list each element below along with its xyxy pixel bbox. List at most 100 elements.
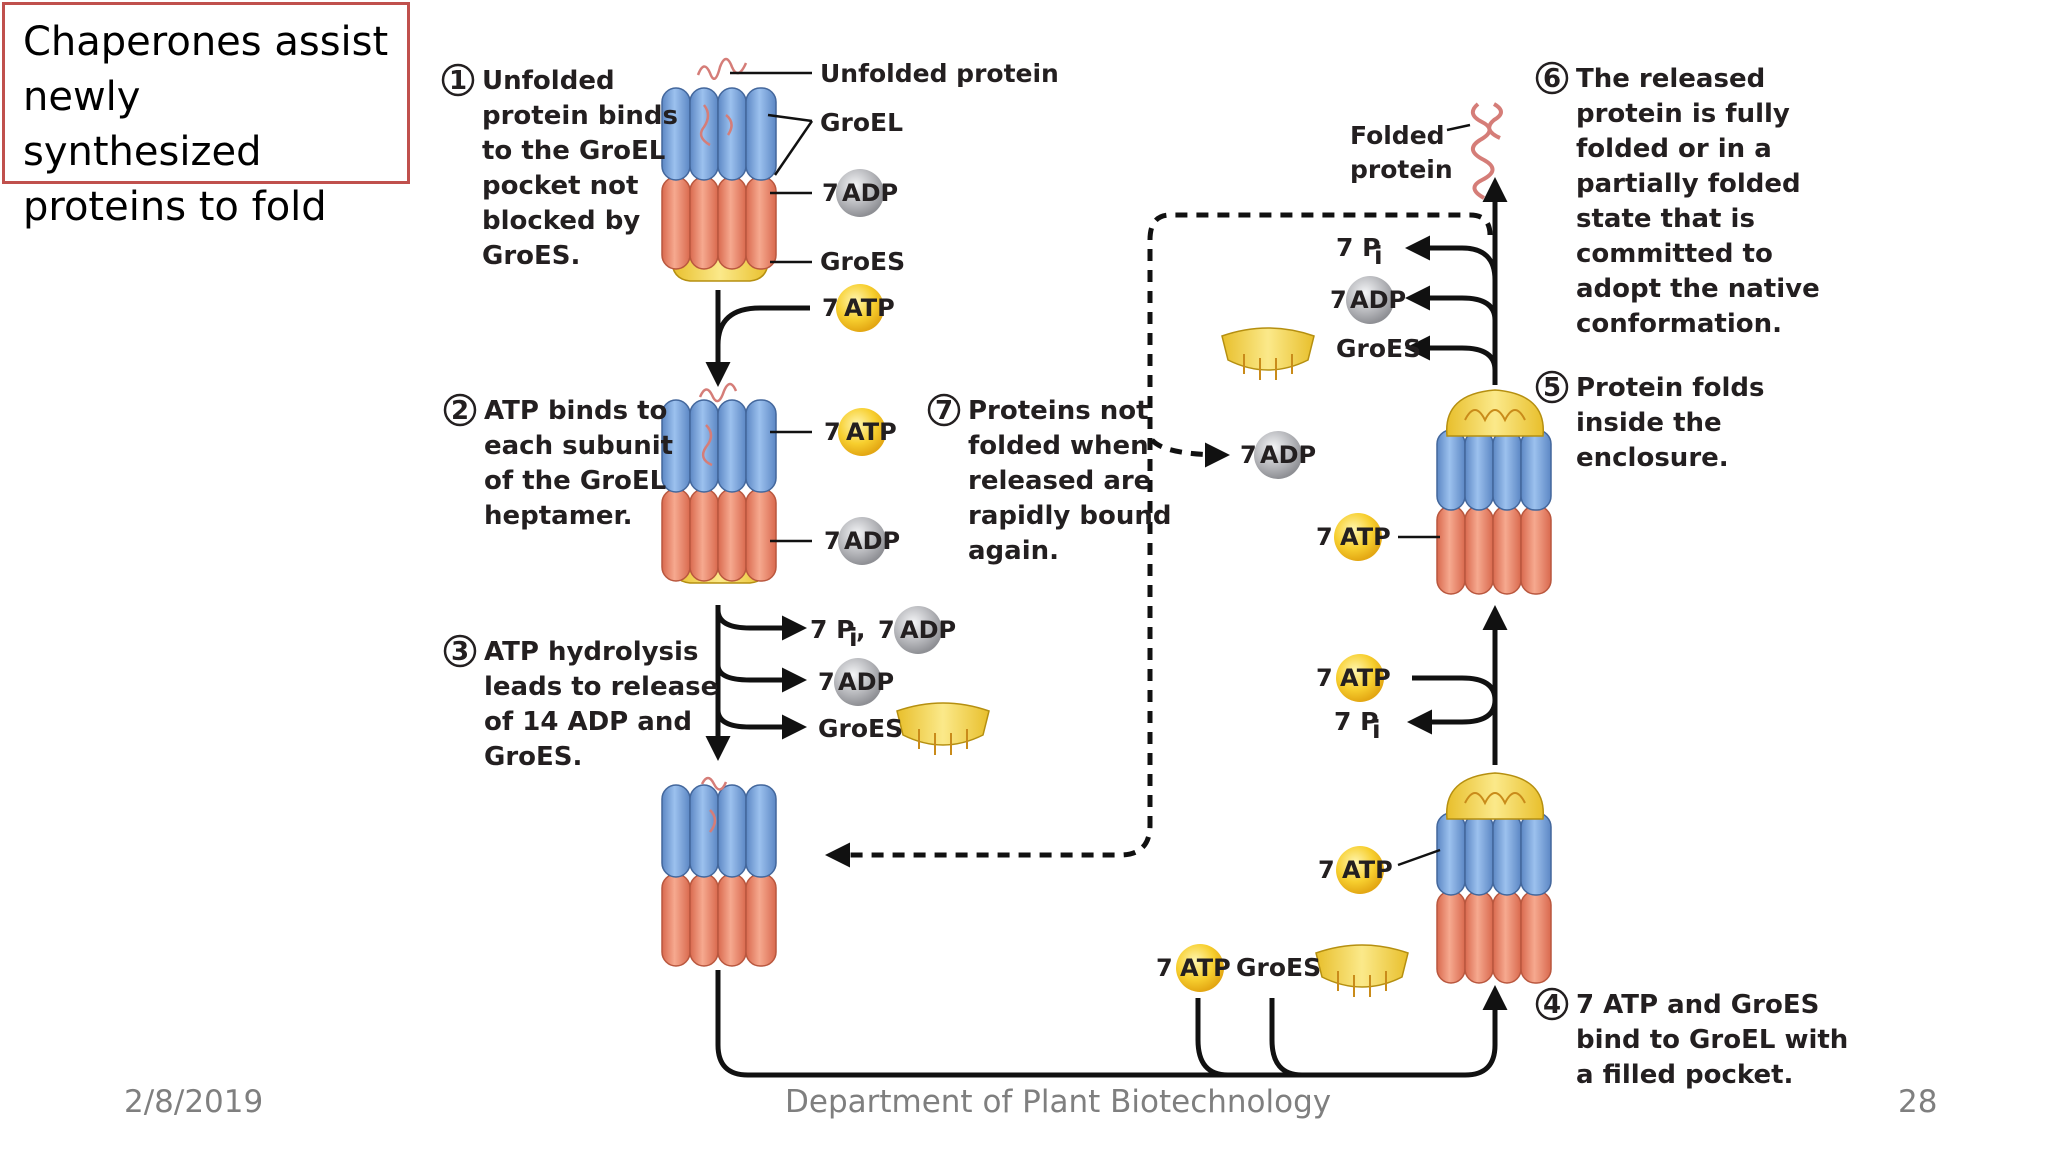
slide-title-line-2: newly synthesized [23, 74, 262, 175]
step-3-line-1: ATP hydrolysis [484, 637, 698, 667]
folded-protein-shape [1470, 102, 1503, 200]
atp-ball-s4 [1336, 846, 1384, 894]
arrow-paths [705, 177, 1508, 1078]
step-1-line-6: GroES. [482, 241, 580, 271]
adp-ball-s3a [894, 606, 942, 654]
atp-s5-num: 7 [1316, 523, 1333, 551]
step-7-line-4: rapidly bound [968, 501, 1172, 531]
step-4-caption: 4 7 ATP and GroES bind to GroEL with a f… [1535, 987, 1848, 1090]
step-7-number: 7 [935, 396, 953, 426]
label-folded-protein-2: protein [1350, 155, 1453, 184]
adp-ball-s3b [834, 658, 882, 706]
footer-department: Department of Plant Biotechnology [785, 1084, 1332, 1120]
atp-s5b-label: ATP [1340, 664, 1391, 692]
adp-s2-num: 7 [824, 527, 841, 555]
step-1-line-5: blocked by [482, 206, 640, 236]
adp-ball-s1 [836, 169, 884, 217]
step-6-line-6: committed to [1576, 239, 1773, 269]
step-7-caption: 7 Proteins not folded when released are … [927, 393, 1172, 566]
slide-title-box: Chaperones assist newly synthesized prot… [2, 2, 410, 230]
pi-s6-sub: i [1374, 241, 1383, 270]
step-2-line-1: ATP binds to [484, 396, 667, 426]
atp-s2-label: ATP [846, 418, 897, 446]
step-4-number: 4 [1543, 990, 1561, 1020]
pi-s6: 7 P [1336, 233, 1380, 262]
atp-bottom-label: ATP [1180, 954, 1231, 982]
adp-s6-num: 7 [1330, 286, 1347, 314]
atp-s2-num: 7 [824, 418, 841, 446]
step-1-line-2: protein binds [482, 101, 678, 131]
step-7-line-2: folded when [968, 431, 1149, 461]
step-2-number: 2 [451, 396, 469, 426]
step-1-caption: 1 Unfolded protein binds to the GroEL po… [441, 63, 678, 271]
label-groes-4: GroES [1236, 953, 1321, 982]
label-folded-protein-1: Folded [1350, 121, 1445, 150]
slide-title-line-3: proteins to fold [23, 184, 327, 230]
pi-s3: 7 P [810, 615, 854, 644]
step-2-line-3: of the GroEL [484, 466, 666, 496]
step-1-line-4: pocket not [482, 171, 638, 201]
pi-s5: 7 P [1334, 707, 1378, 736]
step-6-caption: 6 The released protein is fully folded o… [1535, 61, 1820, 339]
step-1-line-1: Unfolded [482, 66, 615, 96]
groes-cap-incoming [1315, 944, 1409, 997]
pi-adp-comma: , [856, 615, 866, 644]
step-1-number: 1 [449, 66, 467, 96]
atp-s4-label: ATP [1342, 856, 1393, 884]
step-5-line-3: enclosure. [1576, 443, 1729, 473]
step-5-line-2: inside the [1576, 408, 1722, 438]
nucleotide-balls [834, 169, 1394, 992]
step-2-line-4: heptamer. [484, 501, 632, 531]
atp-s4-num: 7 [1318, 856, 1335, 884]
step-5-line-1: Protein folds [1576, 373, 1764, 403]
pi-s5-sub: i [1372, 715, 1381, 744]
atp-s5b-num: 7 [1316, 664, 1333, 692]
adp-s3b-label: ADP [838, 668, 894, 696]
step-4-line-3: a filled pocket. [1576, 1060, 1793, 1090]
step-3-line-4: GroES. [484, 742, 582, 772]
label-groes-6: GroES [1336, 334, 1421, 363]
atp-ball-bottom [1176, 944, 1224, 992]
step-6-line-4: partially folded [1576, 169, 1801, 199]
diagram-labels: Unfolded protein GroEL GroES 7 ADP 7 ATP… [810, 59, 1453, 982]
adp-s7-label: ADP [1260, 441, 1316, 469]
adp-s6-label: ADP [1350, 286, 1406, 314]
step-3-line-2: leads to release [484, 672, 718, 702]
groes-cap-released-left [896, 702, 990, 755]
atp-ball-s1 [836, 284, 884, 332]
atp-s1-num: 7 [822, 294, 839, 322]
step-6-line-7: adopt the native [1576, 274, 1820, 304]
atp-s5-label: ATP [1340, 523, 1391, 551]
footer-page-number: 28 [1898, 1084, 1938, 1120]
label-groel: GroEL [820, 108, 903, 137]
atp-bottom-num: 7 [1156, 954, 1173, 982]
step-4-line-2: bind to GroEL with [1576, 1025, 1848, 1055]
step-7-line-1: Proteins not [968, 396, 1149, 426]
step-6-line-2: protein is fully [1576, 99, 1790, 129]
atp-ball-s5 [1334, 513, 1382, 561]
atp-s1-label: ATP [844, 294, 895, 322]
step-1-line-3: to the GroEL [482, 136, 665, 166]
complex-5-folding-enclosure [1436, 389, 1552, 595]
adp-ball-s7 [1254, 431, 1302, 479]
step-3-number: 3 [451, 637, 469, 667]
adp-ball-s2 [838, 517, 886, 565]
adp-s3a-label: ADP [900, 616, 956, 644]
adp-s3b-num: 7 [818, 668, 835, 696]
slide-title-line-1: Chaperones assist [23, 19, 389, 65]
complex-3-groel-empty [661, 776, 777, 967]
adp-s1-label: ADP [842, 179, 898, 207]
step-4-line-1: 7 ATP and GroES [1576, 990, 1819, 1020]
step-2-line-2: each subunit [484, 431, 673, 461]
atp-ball-s5b [1336, 654, 1384, 702]
complex-2-groel-atp [661, 382, 777, 584]
leader-lines [730, 71, 1471, 867]
adp-s3a-num: 7 [878, 616, 895, 644]
step-5-caption: 5 Protein folds inside the enclosure. [1535, 370, 1764, 473]
step-6-line-5: state that is [1576, 204, 1755, 234]
adp-s1-num: 7 [822, 179, 839, 207]
label-unfolded-protein: Unfolded protein [820, 59, 1059, 88]
atp-ball-s2 [838, 408, 886, 456]
step-6-line-1: The released [1576, 64, 1765, 94]
